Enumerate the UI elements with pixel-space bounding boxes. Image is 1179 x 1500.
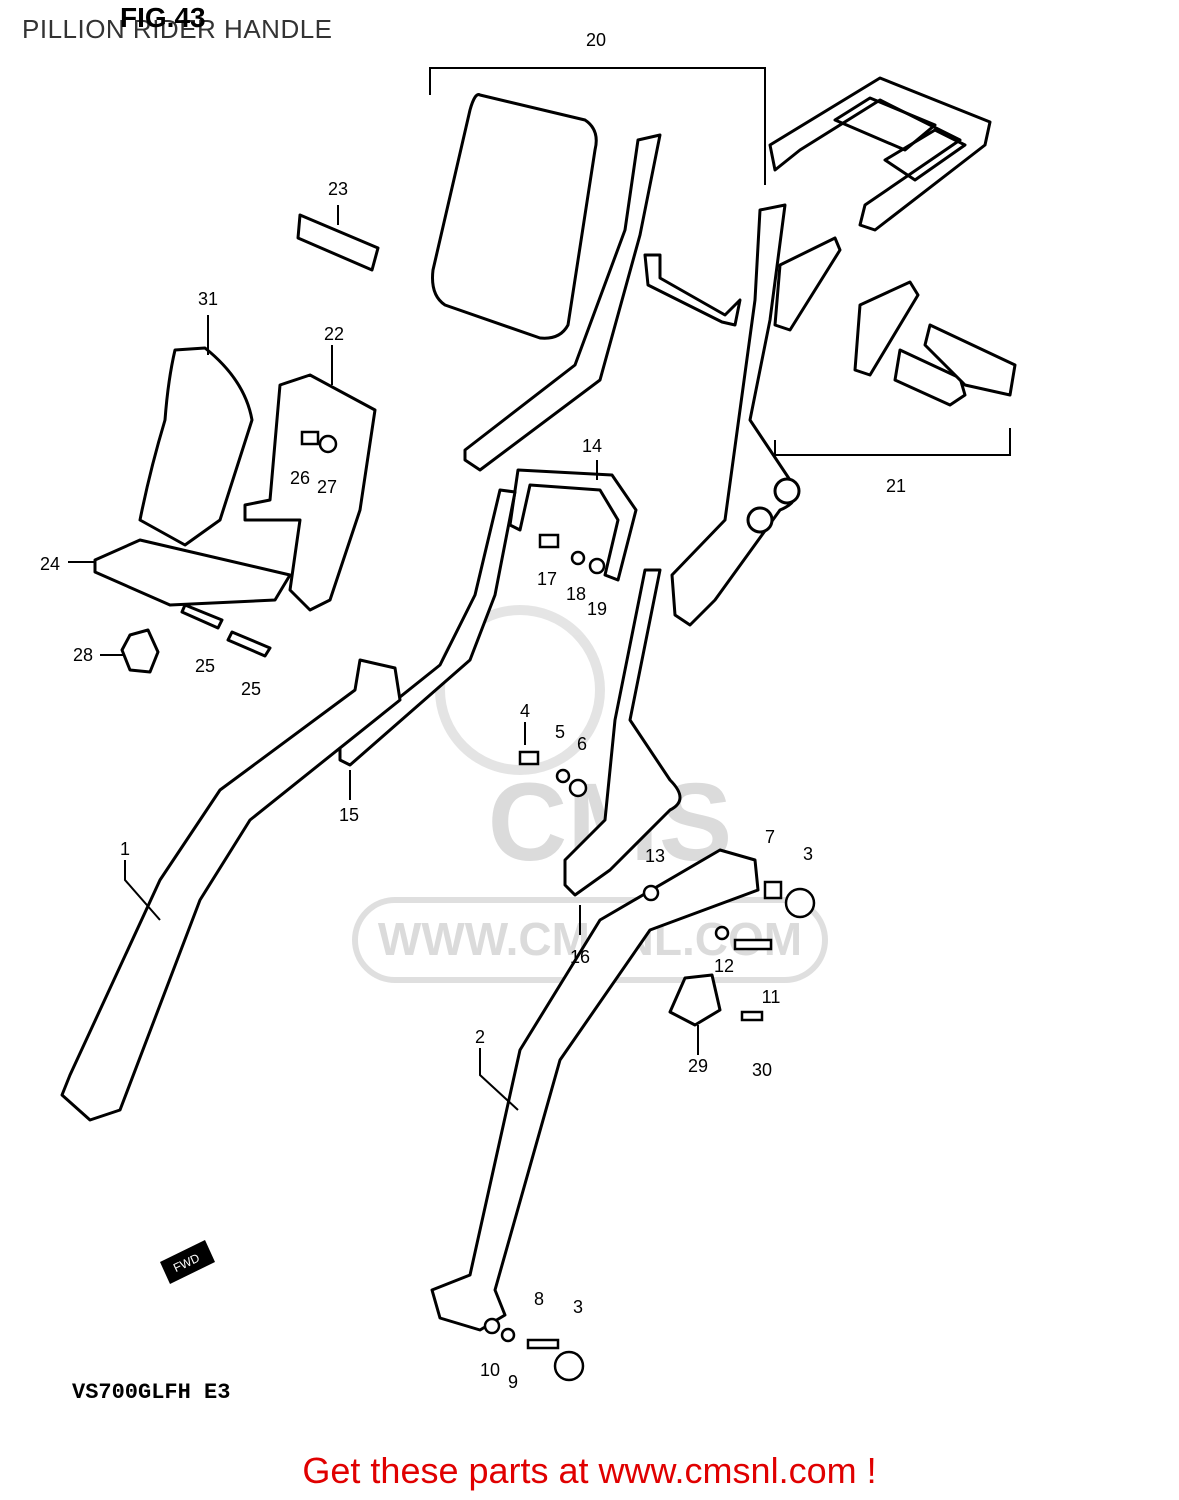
strip-2 (226, 630, 272, 658)
callout-8: 8 (534, 1289, 544, 1309)
footer-cta[interactable]: Get these parts at www.cmsnl.com ! (302, 1450, 877, 1491)
callout-30: 30 (752, 1060, 772, 1080)
callout-22: 22 (324, 324, 344, 344)
luggage-rack (768, 76, 992, 232)
mounting-bracket (643, 253, 742, 327)
callout-1: 1 (120, 839, 130, 859)
callout-18: 18 (566, 584, 586, 604)
callout-21: 21 (886, 476, 906, 496)
callout-28: 28 (73, 645, 93, 665)
bolt-30 (740, 1010, 764, 1022)
sissy-bar-right (670, 203, 798, 627)
washer-19 (588, 557, 606, 575)
rack-inner-1 (833, 96, 937, 152)
washer-6 (568, 778, 588, 798)
callout-25: 25 (241, 679, 261, 699)
callout-27: 27 (317, 477, 337, 497)
watermark: WWW.CMSNL.COM CMS (352, 605, 828, 983)
callout-17: 17 (537, 569, 557, 589)
nut-12 (714, 925, 730, 941)
model-code: VS700GLFH E3 (72, 1380, 231, 1405)
grommet (120, 628, 160, 674)
washer-9 (500, 1327, 516, 1343)
callout-29: 29 (688, 1056, 708, 1076)
callout-16: 16 (570, 947, 590, 967)
callout-24: 24 (40, 554, 60, 574)
callout-2: 2 (475, 1027, 485, 1047)
clamp (668, 973, 722, 1027)
cap-3-lower (553, 1350, 585, 1382)
callout-26: 26 (290, 468, 310, 488)
reflector (296, 213, 380, 272)
fender-bracket (243, 373, 377, 612)
washer-10 (483, 1317, 501, 1335)
callout-12: 12 (714, 956, 734, 976)
callout-3: 3 (573, 1297, 583, 1317)
figure-number: FIG.43 (120, 2, 206, 33)
callout-25: 25 (195, 656, 215, 676)
washer-5 (555, 768, 571, 784)
callout-9: 9 (508, 1372, 518, 1392)
bushing-7 (763, 880, 783, 900)
washer-13 (642, 884, 660, 902)
rack-plate-1 (773, 236, 842, 332)
callout-15: 15 (339, 805, 359, 825)
callout-4: 4 (520, 701, 530, 721)
rack-pad (923, 323, 1017, 397)
rack-foot (893, 348, 967, 407)
backrest-upright (463, 133, 662, 472)
callout-14: 14 (582, 436, 602, 456)
callout-layer: 1233456789101112131415161718192021222324… (40, 30, 906, 1392)
grab-handle (508, 468, 638, 582)
callout-5: 5 (555, 722, 565, 742)
callout-7: 7 (765, 827, 775, 847)
tray (93, 538, 292, 607)
bolt-26 (300, 430, 320, 446)
bar-bushing-lower (746, 506, 774, 534)
callout-19: 19 (587, 599, 607, 619)
cap-3-upper (784, 887, 816, 919)
left-arm (60, 658, 402, 1122)
backrest-upright-left (338, 488, 517, 767)
tool-bag (138, 346, 254, 547)
washer-18 (570, 550, 586, 566)
callout-6: 6 (577, 734, 587, 754)
bolt-11 (733, 938, 773, 951)
callout-3: 3 (803, 844, 813, 864)
rack-plate-2 (853, 280, 920, 377)
forward-arrow: FWD (160, 1240, 215, 1284)
callout-31: 31 (198, 289, 218, 309)
bar-bushing-upper (773, 477, 801, 505)
page-title: PILLION RIDER HANDLE (22, 14, 333, 44)
backrest-pad (431, 93, 598, 340)
bolt-17 (538, 533, 560, 549)
callout-13: 13 (645, 846, 665, 866)
callout-20: 20 (586, 30, 606, 50)
callout-10: 10 (480, 1360, 500, 1380)
bolt-4 (518, 750, 540, 766)
bolt-8 (526, 1338, 560, 1350)
callout-11: 11 (762, 987, 781, 1007)
rack-inner-2 (883, 128, 967, 182)
strip-1 (180, 603, 224, 630)
callout-23: 23 (328, 179, 348, 199)
washer-27 (318, 434, 338, 454)
lower-stay (563, 568, 682, 897)
